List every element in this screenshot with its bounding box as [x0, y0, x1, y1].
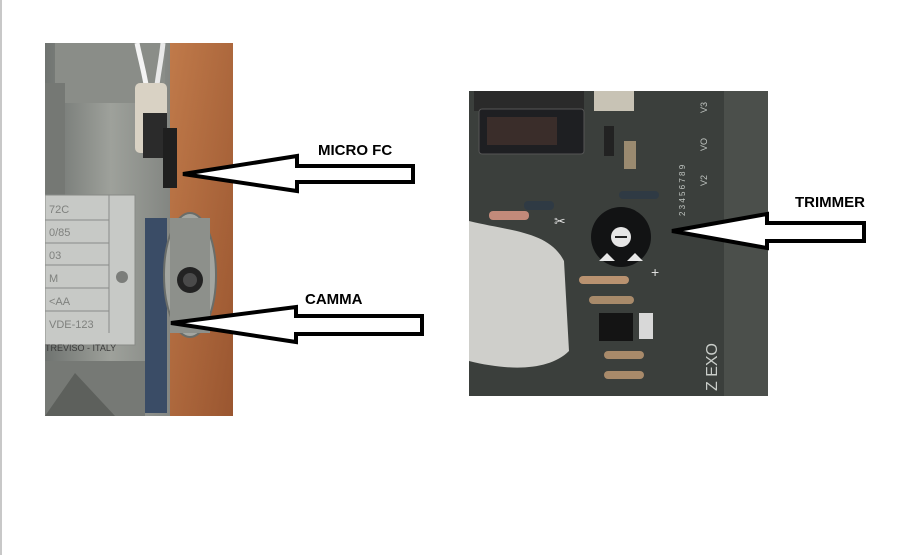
plate-row-6: VDE-123 [49, 319, 94, 331]
trimmer-label: TRIMMER [795, 194, 865, 211]
circuit-board-graphic: ✂ + 2 3 4 5 6 7 8 9 VO V3 V2 Z EXO [469, 91, 768, 396]
board-pin-numbers: 2 3 4 5 6 7 8 9 [678, 164, 687, 216]
resistor-group [489, 191, 659, 379]
camma-label: CAMMA [305, 291, 363, 308]
board-pin-code-v3: V3 [699, 102, 709, 113]
board-brand-silkscreen: Z EXO [704, 343, 721, 391]
circuit-board-photo: ✂ + 2 3 4 5 6 7 8 9 VO V3 V2 Z EXO [469, 91, 768, 396]
scissor-mark: ✂ [554, 214, 566, 230]
plate-row-1: 72C [49, 204, 69, 216]
plate-maker-line: TREVISO - ITALY [45, 343, 116, 353]
plate-row-4: M [49, 273, 58, 285]
plate-row-5: <AA [49, 296, 71, 308]
plate-row-2: 0/85 [49, 227, 70, 239]
board-pin-code-vo: VO [699, 138, 709, 151]
ic-chip [599, 313, 633, 341]
motor-photo: 72C 0/85 03 M <AA VDE-123 TREVISO - ITAL… [45, 43, 233, 416]
page-left-edge [0, 0, 2, 555]
micro-fc-label: MICRO FC [318, 142, 393, 159]
board-pin-code-v2: V2 [699, 175, 709, 186]
motor-photo-graphic: 72C 0/85 03 M <AA VDE-123 TREVISO - ITAL… [45, 43, 233, 416]
plate-row-3: 03 [49, 250, 61, 262]
plus-sign: + [651, 264, 659, 280]
